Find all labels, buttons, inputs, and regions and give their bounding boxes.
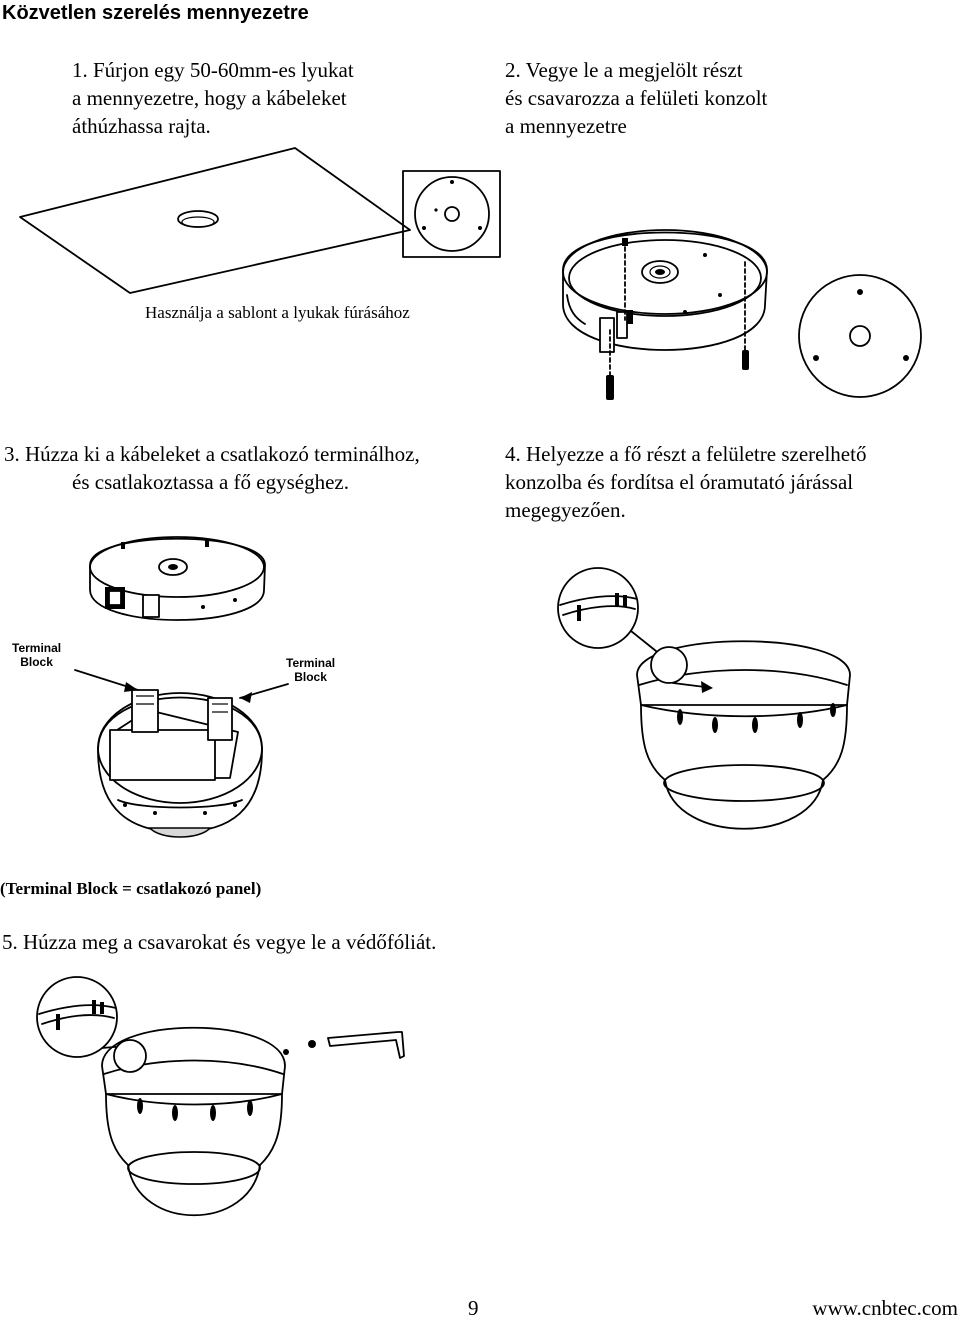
step-1-text: 1. Fúrjon egy 50-60mm-es lyukat a mennye…: [72, 56, 354, 140]
step-3-text: 3. Húzza ki a kábeleket a csatlakozó ter…: [4, 440, 420, 496]
website-url: www.cnbtec.com: [812, 1296, 958, 1320]
dome-tighten-screws-illustration: [30, 970, 420, 1270]
surface-bracket-housing-illustration: [555, 200, 775, 400]
step-1-line-2: a mennyezetre, hogy a kábeleket: [72, 86, 347, 110]
bracket-ring-illustration: [85, 525, 270, 635]
step-4-text: 4. Helyezze a fő részt a felületre szere…: [505, 440, 866, 524]
ceiling-panel-illustration: [15, 145, 415, 295]
step-2-text: 2. Vegye le a megjelölt részt és csavaro…: [505, 56, 767, 140]
bracket-plate-illustration: [792, 272, 932, 402]
page-number: 9: [468, 1296, 479, 1320]
step-1-line-1: 1. Fúrjon egy 50-60mm-es lyukat: [72, 58, 354, 82]
step-2-line-1: 2. Vegye le a megjelölt részt: [505, 58, 743, 82]
step-5-text: 5. Húzza meg a csavarokat és vegye le a …: [2, 930, 437, 954]
drill-template-card: [402, 170, 502, 260]
step-2-line-3: a mennyezetre: [505, 114, 627, 138]
terminal-block-label-right: Terminal Block: [286, 656, 336, 684]
terminal-block-note: (Terminal Block = csatlakozó panel): [0, 879, 262, 898]
step-4-line-2: konzolba és fordítsa el óramutató járáss…: [505, 470, 854, 494]
step-2-line-2: és csavarozza a felületi konzolt: [505, 86, 768, 110]
terminal-block-label-left: Terminal Block: [12, 641, 62, 669]
page-title: Közvetlen szerelés mennyezetre: [2, 2, 309, 24]
step-1-line-3: áthúzhassa rajta.: [72, 114, 211, 138]
template-caption: Használja a sablont a lyukak fúrásához: [145, 303, 410, 322]
step-4-line-3: megegyezően.: [505, 498, 626, 522]
step-4-line-1: 4. Helyezze a fő részt a felületre szere…: [505, 442, 867, 466]
dome-install-rotate-illustration: [555, 565, 860, 865]
step-3-line-2: és csatlakoztassa a fő egységhez.: [72, 470, 349, 494]
main-unit-terminal-illustration: [30, 660, 330, 845]
step-3-line-1: 3. Húzza ki a kábeleket a csatlakozó ter…: [4, 442, 420, 466]
